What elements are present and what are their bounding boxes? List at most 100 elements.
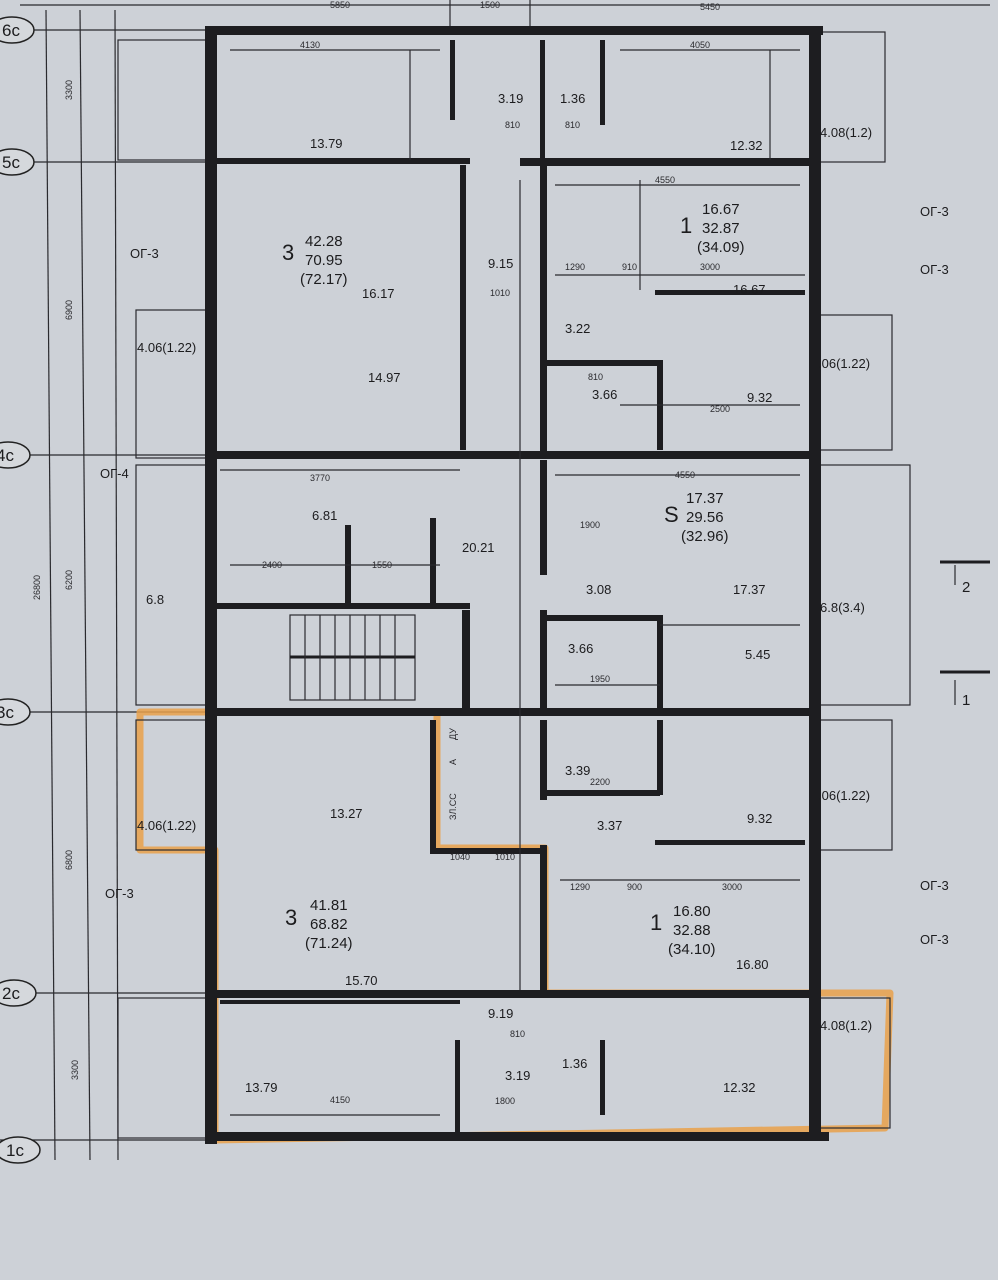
svg-text:1040: 1040 bbox=[450, 852, 470, 862]
svg-text:4.08(1.2): 4.08(1.2) bbox=[820, 125, 872, 140]
axis-marker: 6c bbox=[0, 16, 35, 44]
svg-text:2200: 2200 bbox=[590, 777, 610, 787]
svg-text:9.19: 9.19 bbox=[488, 1006, 513, 1021]
dim-label: 1500 bbox=[480, 0, 500, 10]
svg-text:(72.17): (72.17) bbox=[300, 271, 348, 288]
section-mark-2: 2 bbox=[940, 560, 990, 596]
svg-text:3: 3 bbox=[285, 905, 297, 930]
svg-text:12.32: 12.32 bbox=[730, 138, 763, 153]
svg-text:3770: 3770 bbox=[310, 473, 330, 483]
svg-text:3.19: 3.19 bbox=[505, 1068, 530, 1083]
svg-text:1: 1 bbox=[650, 910, 662, 935]
svg-text:2c: 2c bbox=[2, 984, 20, 1003]
svg-text:А: А bbox=[448, 759, 458, 765]
svg-text:3.39: 3.39 bbox=[565, 763, 590, 778]
svg-text:4550: 4550 bbox=[655, 175, 675, 185]
apartment-1[interactable]: 3 42.28 70.95 (72.17) bbox=[282, 233, 348, 288]
svg-text:ОГ-3: ОГ-3 bbox=[920, 204, 949, 219]
svg-text:2: 2 bbox=[962, 579, 970, 596]
equipment-tags: ОГ-3 ОГ-3 ОГ-3 ОГ-4 ОГ-3 ОГ-3 ОГ-3 ДУ А … bbox=[100, 204, 949, 947]
svg-text:1950: 1950 bbox=[590, 674, 610, 684]
apartment-2[interactable]: 1 16.67 32.87 (34.09) bbox=[680, 201, 745, 256]
axis-marker: 4c bbox=[0, 441, 31, 469]
svg-text:910: 910 bbox=[622, 262, 637, 272]
svg-text:.06(1.22): .06(1.22) bbox=[818, 356, 870, 371]
svg-text:6900: 6900 bbox=[64, 300, 74, 320]
apartment-4[interactable]: 3 41.81 68.82 (71.24) bbox=[285, 897, 353, 952]
svg-text:4550: 4550 bbox=[675, 470, 695, 480]
svg-text:ОГ-3: ОГ-3 bbox=[130, 246, 159, 261]
svg-text:41.81: 41.81 bbox=[310, 897, 348, 914]
svg-text:4.08(1.2): 4.08(1.2) bbox=[820, 1018, 872, 1033]
dimension-labels: 4130 4050 4550 1290 910 3000 2500 1010 3… bbox=[262, 40, 742, 1106]
staircase bbox=[289, 614, 416, 701]
svg-text:4c: 4c bbox=[0, 446, 14, 465]
svg-text:13.79: 13.79 bbox=[310, 136, 343, 151]
svg-text:1800: 1800 bbox=[495, 1096, 515, 1106]
svg-text:1.36: 1.36 bbox=[560, 91, 585, 106]
svg-text:3.19: 3.19 bbox=[498, 91, 523, 106]
svg-text:900: 900 bbox=[627, 882, 642, 892]
svg-text:1: 1 bbox=[680, 213, 692, 238]
svg-text:(34.09): (34.09) bbox=[697, 239, 745, 256]
axis-markers: 6c 5c 4c 3c 2c 1c bbox=[0, 16, 41, 1164]
top-dimensions: 5850 1500 5450 bbox=[330, 0, 720, 12]
svg-text:S: S bbox=[664, 502, 679, 527]
svg-text:70.95: 70.95 bbox=[305, 252, 343, 269]
svg-text:2400: 2400 bbox=[262, 560, 282, 570]
svg-text:4.06(1.22): 4.06(1.22) bbox=[137, 818, 196, 833]
svg-text:(32.96): (32.96) bbox=[681, 528, 729, 545]
svg-text:13.27: 13.27 bbox=[330, 806, 363, 821]
svg-text:.06(1.22): .06(1.22) bbox=[818, 788, 870, 803]
svg-text:17.37: 17.37 bbox=[686, 490, 724, 507]
svg-text:3300: 3300 bbox=[70, 1060, 80, 1080]
svg-text:810: 810 bbox=[588, 372, 603, 382]
svg-text:810: 810 bbox=[505, 120, 520, 130]
svg-text:15.70: 15.70 bbox=[345, 973, 378, 988]
apartment-3[interactable]: S 17.37 29.56 (32.96) bbox=[664, 490, 729, 545]
svg-text:3.22: 3.22 bbox=[565, 321, 590, 336]
svg-text:ОГ-4: ОГ-4 bbox=[100, 466, 129, 481]
svg-text:12.32: 12.32 bbox=[723, 1080, 756, 1095]
room-areas: 13.79 3.19 1.36 12.32 4.08(1.2) 16.17 14… bbox=[137, 91, 872, 1095]
svg-text:26800: 26800 bbox=[32, 575, 42, 600]
axis-marker: 1c bbox=[0, 1136, 41, 1164]
svg-text:1c: 1c bbox=[6, 1141, 24, 1160]
svg-text:14.97: 14.97 bbox=[368, 370, 401, 385]
svg-text:5c: 5c bbox=[2, 153, 20, 172]
svg-text:6200: 6200 bbox=[64, 570, 74, 590]
apartment-5[interactable]: 1 16.80 32.88 (34.10) bbox=[650, 903, 716, 958]
svg-text:(34.10): (34.10) bbox=[668, 941, 716, 958]
axis-marker: 5c bbox=[0, 148, 35, 176]
svg-text:3c: 3c bbox=[0, 703, 14, 722]
svg-text:3.66: 3.66 bbox=[592, 387, 617, 402]
dim-label: 5450 bbox=[700, 2, 720, 12]
svg-text:3000: 3000 bbox=[722, 882, 742, 892]
svg-text:42.28: 42.28 bbox=[305, 233, 343, 250]
svg-text:17.37: 17.37 bbox=[733, 582, 766, 597]
svg-text:3.66: 3.66 bbox=[568, 641, 593, 656]
svg-text:9.32: 9.32 bbox=[747, 390, 772, 405]
svg-text:16.17: 16.17 bbox=[362, 286, 395, 301]
svg-text:32.88: 32.88 bbox=[673, 922, 711, 939]
svg-text:5.45: 5.45 bbox=[745, 647, 770, 662]
svg-text:4050: 4050 bbox=[690, 40, 710, 50]
svg-text:6c: 6c bbox=[2, 21, 20, 40]
svg-text:1900: 1900 bbox=[580, 520, 600, 530]
svg-text:ОГ-3: ОГ-3 bbox=[105, 886, 134, 901]
svg-text:810: 810 bbox=[565, 120, 580, 130]
svg-text:1.36: 1.36 bbox=[562, 1056, 587, 1071]
svg-text:1550: 1550 bbox=[372, 560, 392, 570]
svg-text:4.06(1.22): 4.06(1.22) bbox=[137, 340, 196, 355]
svg-text:6.81: 6.81 bbox=[312, 508, 337, 523]
svg-text:ЗЛ.СС: ЗЛ.СС bbox=[448, 793, 458, 820]
left-dimension-lines bbox=[0, 0, 990, 1161]
svg-text:6.8(3.4): 6.8(3.4) bbox=[820, 600, 865, 615]
svg-text:810: 810 bbox=[510, 1029, 525, 1039]
svg-text:16.80: 16.80 bbox=[673, 903, 711, 920]
svg-text:ОГ-3: ОГ-3 bbox=[920, 932, 949, 947]
svg-text:16.67: 16.67 bbox=[733, 282, 766, 297]
svg-text:4150: 4150 bbox=[330, 1095, 350, 1105]
section-mark-1: 1 bbox=[940, 670, 990, 709]
svg-text:ОГ-3: ОГ-3 bbox=[920, 878, 949, 893]
